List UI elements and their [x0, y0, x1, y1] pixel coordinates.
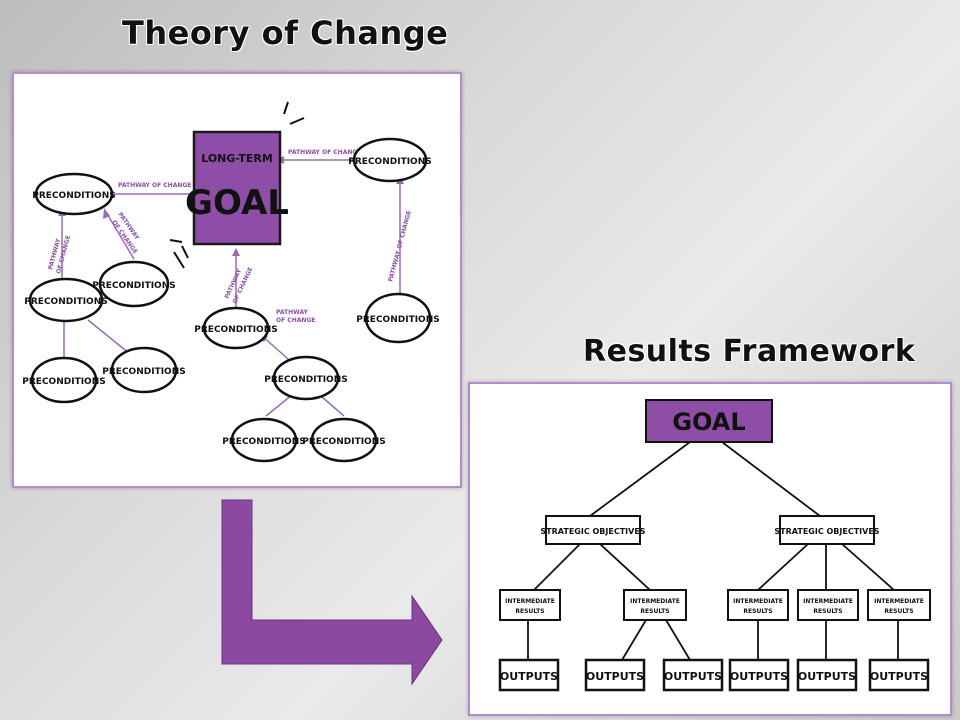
- node-label: PRECONDITIONS: [356, 315, 439, 325]
- outputs-box: OUTPUTS: [584, 658, 646, 692]
- pathway-label: OF CHANGE: [276, 317, 315, 324]
- strategic-objectives-label: STRATEGIC OBJECTIVES: [774, 527, 879, 536]
- preconditions-node: PRECONDITIONS: [348, 137, 432, 183]
- preconditions-node: PRECONDITIONS: [264, 355, 348, 401]
- results-framework-diagram: GOAL STRATEGIC OBJECTIVES STRATEGIC OBJE…: [468, 382, 952, 716]
- node-label: PRECONDITIONS: [348, 157, 431, 167]
- intermediate-results-box: INTERMEDIATE RESULTS: [499, 589, 561, 621]
- outputs-label: OUTPUTS: [500, 670, 558, 683]
- results-framework-title: Results Framework: [583, 334, 916, 369]
- intermediate-results-box: INTERMEDIATE RESULTS: [797, 589, 859, 621]
- preconditions-node: PRECONDITIONS: [102, 346, 186, 394]
- long-term-goal-box: LONG-TERM GOAL: [185, 130, 289, 246]
- intermediate-results-label: RESULTS: [813, 608, 842, 615]
- theory-of-change-diagram: PATHWAY OF CHANGE PATHWAY OF CHANGE PATH…: [12, 72, 462, 488]
- strategic-objectives-box: STRATEGIC OBJECTIVES: [774, 515, 880, 545]
- goal-heading: LONG-TERM: [201, 152, 273, 165]
- intermediate-results-box: INTERMEDIATE RESULTS: [867, 589, 931, 621]
- outputs-label: OUTPUTS: [664, 670, 722, 683]
- outputs-box: OUTPUTS: [796, 658, 858, 692]
- intermediate-results-label: INTERMEDIATE: [733, 598, 783, 605]
- intermediate-results-label: INTERMEDIATE: [803, 598, 853, 605]
- rf-goal-label: GOAL: [672, 408, 745, 436]
- intermediate-results-label: INTERMEDIATE: [874, 598, 924, 605]
- outputs-label: OUTPUTS: [730, 670, 788, 683]
- intermediate-results-label: INTERMEDIATE: [505, 598, 555, 605]
- intermediate-results-box: INTERMEDIATE RESULTS: [623, 589, 687, 621]
- node-label: PRECONDITIONS: [24, 297, 107, 307]
- node-label: PRECONDITIONS: [22, 377, 105, 387]
- outputs-box: OUTPUTS: [498, 658, 560, 692]
- emphasis-marks: [169, 101, 305, 269]
- intermediate-results-box: INTERMEDIATE RESULTS: [727, 589, 789, 621]
- node-label: PRECONDITIONS: [92, 281, 175, 291]
- preconditions-node: PRECONDITIONS: [22, 356, 106, 404]
- outputs-box: OUTPUTS: [728, 658, 790, 692]
- node-label: PRECONDITIONS: [102, 367, 185, 377]
- intermediate-results-label: RESULTS: [515, 608, 544, 615]
- strategic-objectives-box: STRATEGIC OBJECTIVES: [540, 515, 646, 545]
- rf-goal-box: GOAL: [645, 399, 773, 443]
- hierarchy-connectors: [527, 441, 899, 661]
- strategic-objectives-label: STRATEGIC OBJECTIVES: [540, 527, 645, 536]
- outputs-label: OUTPUTS: [870, 670, 928, 683]
- preconditions-node: PRECONDITIONS: [24, 277, 108, 323]
- outputs-box: OUTPUTS: [868, 658, 930, 692]
- outputs-label: OUTPUTS: [798, 670, 856, 683]
- preconditions-node: PRECONDITIONS: [92, 260, 176, 308]
- outputs-box: OUTPUTS: [662, 658, 724, 692]
- pathway-label: PATHWAY OF CHANGE: [118, 182, 191, 189]
- pathway-label: PATHWAY: [276, 309, 309, 316]
- preconditions-node: PRECONDITIONS: [302, 417, 386, 463]
- node-label: PRECONDITIONS: [222, 437, 305, 447]
- node-label: PRECONDITIONS: [32, 191, 115, 201]
- intermediate-results-label: RESULTS: [640, 608, 669, 615]
- preconditions-node: PRECONDITIONS: [222, 417, 306, 463]
- pathway-label: PATHWAY OF CHANGE: [288, 149, 361, 156]
- node-label: PRECONDITIONS: [194, 325, 277, 335]
- intermediate-results-label: INTERMEDIATE: [630, 598, 680, 605]
- theory-of-change-title: Theory of Change: [122, 14, 449, 52]
- node-label: PRECONDITIONS: [302, 437, 385, 447]
- outputs-label: OUTPUTS: [586, 670, 644, 683]
- preconditions-node: PRECONDITIONS: [356, 292, 440, 344]
- preconditions-node: PRECONDITIONS: [32, 172, 116, 216]
- intermediate-results-label: RESULTS: [743, 608, 772, 615]
- goal-label: GOAL: [185, 183, 289, 223]
- node-label: PRECONDITIONS: [264, 375, 347, 385]
- intermediate-results-label: RESULTS: [884, 608, 913, 615]
- preconditions-node: PRECONDITIONS: [194, 306, 278, 350]
